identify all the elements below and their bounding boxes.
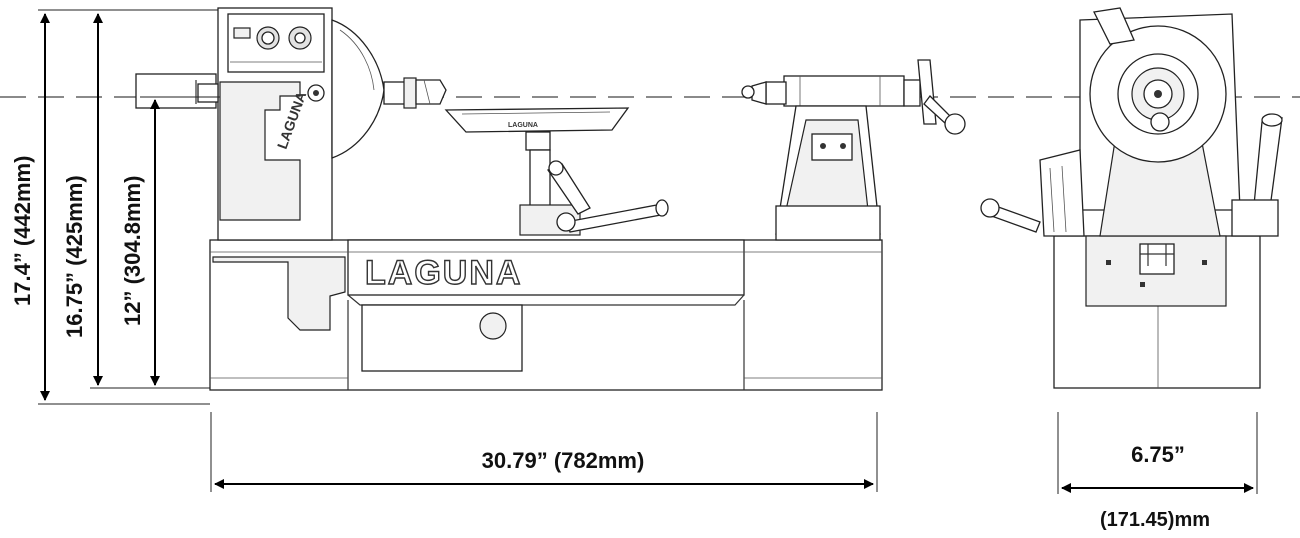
height-dimensions: 17.4” (442mm) 16.75” (425mm) 12” (304.8m… bbox=[10, 9, 220, 405]
height-center-label: 12” (304.8mm) bbox=[120, 176, 145, 326]
width-dimension: 6.75” (171.45)mm bbox=[1057, 412, 1258, 531]
length-label: 30.79” (782mm) bbox=[482, 448, 645, 473]
tool-rest-logo: LAGUNA bbox=[508, 122, 538, 129]
length-dimension: 30.79” (782mm) bbox=[210, 412, 878, 492]
bed-logo: LAGUNA bbox=[365, 254, 522, 292]
width-mm-label: (171.45)mm bbox=[1100, 509, 1210, 531]
height-overall-label: 17.4” (442mm) bbox=[10, 156, 35, 306]
side-view: LAGUNA LAGUNA bbox=[135, 7, 966, 391]
end-view bbox=[980, 7, 1283, 389]
headstock: LAGUNA bbox=[135, 7, 447, 241]
tailstock bbox=[741, 59, 966, 241]
width-inch-label: 6.75” bbox=[1131, 442, 1185, 467]
height-motor-label: 16.75” (425mm) bbox=[62, 175, 87, 338]
tool-rest: LAGUNA bbox=[444, 107, 669, 236]
lathe-bed: LAGUNA bbox=[209, 239, 883, 391]
